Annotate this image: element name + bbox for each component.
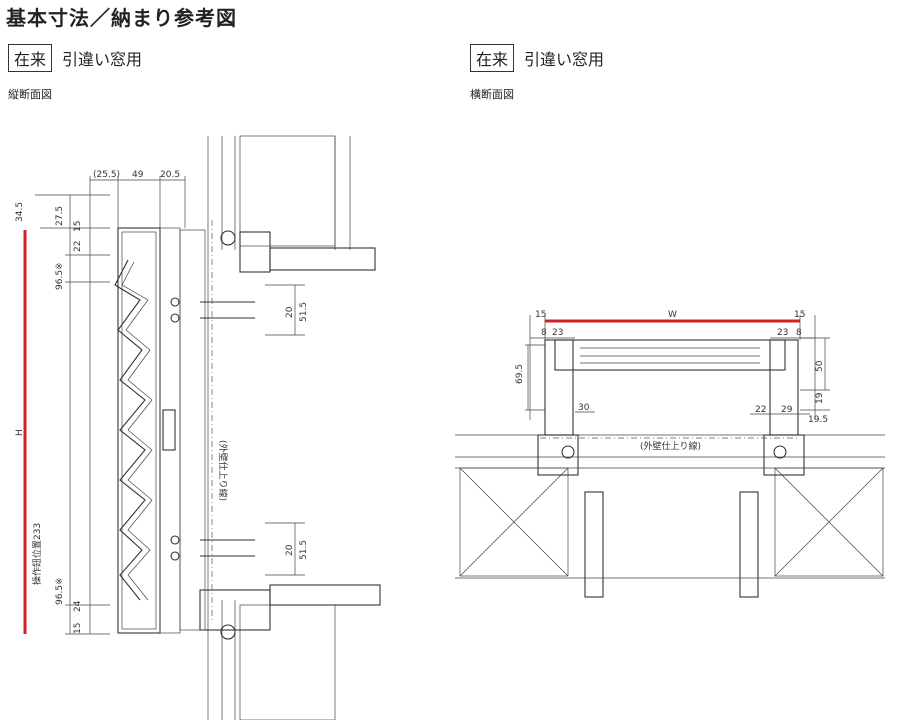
upper-gasket <box>220 230 236 246</box>
right-dim-3: 51.5 <box>299 540 309 560</box>
left-dim-4: 15 <box>73 221 83 232</box>
h-right-dim-6: 22 <box>755 405 766 415</box>
h-right-dim-5: 19 <box>815 392 825 404</box>
upper-insulation <box>239 135 336 247</box>
right-jamb <box>769 339 799 436</box>
left-wall-frame <box>459 467 604 598</box>
horizontal-wall-finish-label: (外壁仕上り線) <box>640 440 701 452</box>
screen-frame <box>554 339 786 371</box>
right-dim-1: 51.5 <box>299 302 309 322</box>
upper-screw <box>170 297 255 323</box>
left-dim-3: 22 <box>73 241 83 252</box>
right-dim-4: 20 <box>285 544 295 556</box>
right-section-header: 在来 引違い窓用 <box>470 44 604 72</box>
top-dim-1: (25.5) <box>93 170 120 180</box>
h-right-dim-8: 19.5 <box>808 415 828 425</box>
lower-sill-board <box>269 584 381 606</box>
h-right-dim-2: 23 <box>777 328 788 338</box>
vertical-section-drawing: (外壁仕上り線) (25.5) 49 20.5 <box>15 135 381 720</box>
h-right-dim-4: 50 <box>815 360 825 372</box>
vertical-wall-finish-label: (外壁仕上り線) <box>217 440 229 501</box>
h-left-dim-1: 15 <box>535 310 546 320</box>
left-section-subtitle: 引違い窓用 <box>62 50 143 69</box>
lower-gasket <box>220 624 236 640</box>
right-section-tag: 在来 <box>470 44 515 72</box>
left-jamb <box>544 339 574 436</box>
louver-blades <box>114 259 146 601</box>
left-dim-7: 操作鈕位置233 <box>31 523 43 585</box>
top-dim-2: 49 <box>132 170 144 180</box>
lower-insulation <box>239 604 336 720</box>
width-label: W <box>668 310 677 320</box>
top-dim-3: 20.5 <box>160 170 180 180</box>
frame-outline <box>117 227 161 634</box>
left-dim-10: 24 <box>73 600 83 612</box>
left-section-header: 在来 引違い窓用 <box>8 44 142 72</box>
upper-header-board <box>269 247 376 271</box>
h-right-dim-3: 8 <box>796 328 802 338</box>
left-dim-8: 96.5※ <box>55 577 65 605</box>
h-right-dim-1: 15 <box>794 310 805 320</box>
left-dim-6: H <box>15 429 25 436</box>
right-wall-frame <box>739 467 884 598</box>
left-section-tag: 在来 <box>8 44 53 72</box>
left-dim-1: 34.5 <box>15 202 25 222</box>
left-dim-5: 96.5※ <box>55 262 65 290</box>
right-section-subtitle: 引違い窓用 <box>524 50 605 69</box>
horizontal-section-drawing: (外壁仕上り線) 15 8 23 69.5 30 W 15 23 <box>455 310 885 598</box>
operation-handle <box>162 409 176 451</box>
h-left-dim-2: 8 <box>541 328 547 338</box>
horizontal-section-label: 横断面図 <box>470 88 514 101</box>
lower-screw <box>170 535 255 561</box>
h-left-dim-3: 23 <box>552 328 563 338</box>
page-title: 基本寸法／納まり参考図 <box>6 6 237 30</box>
vertical-section-label: 縦断面図 <box>8 88 52 101</box>
left-dim-9: 15 <box>73 623 83 634</box>
h-right-dim-7: 29 <box>781 405 793 415</box>
h-left-dim-5: 30 <box>578 403 590 413</box>
right-dim-2: 20 <box>285 306 295 318</box>
h-left-dim-4: 69.5 <box>515 364 525 384</box>
left-dim-2: 27.5 <box>55 206 65 226</box>
